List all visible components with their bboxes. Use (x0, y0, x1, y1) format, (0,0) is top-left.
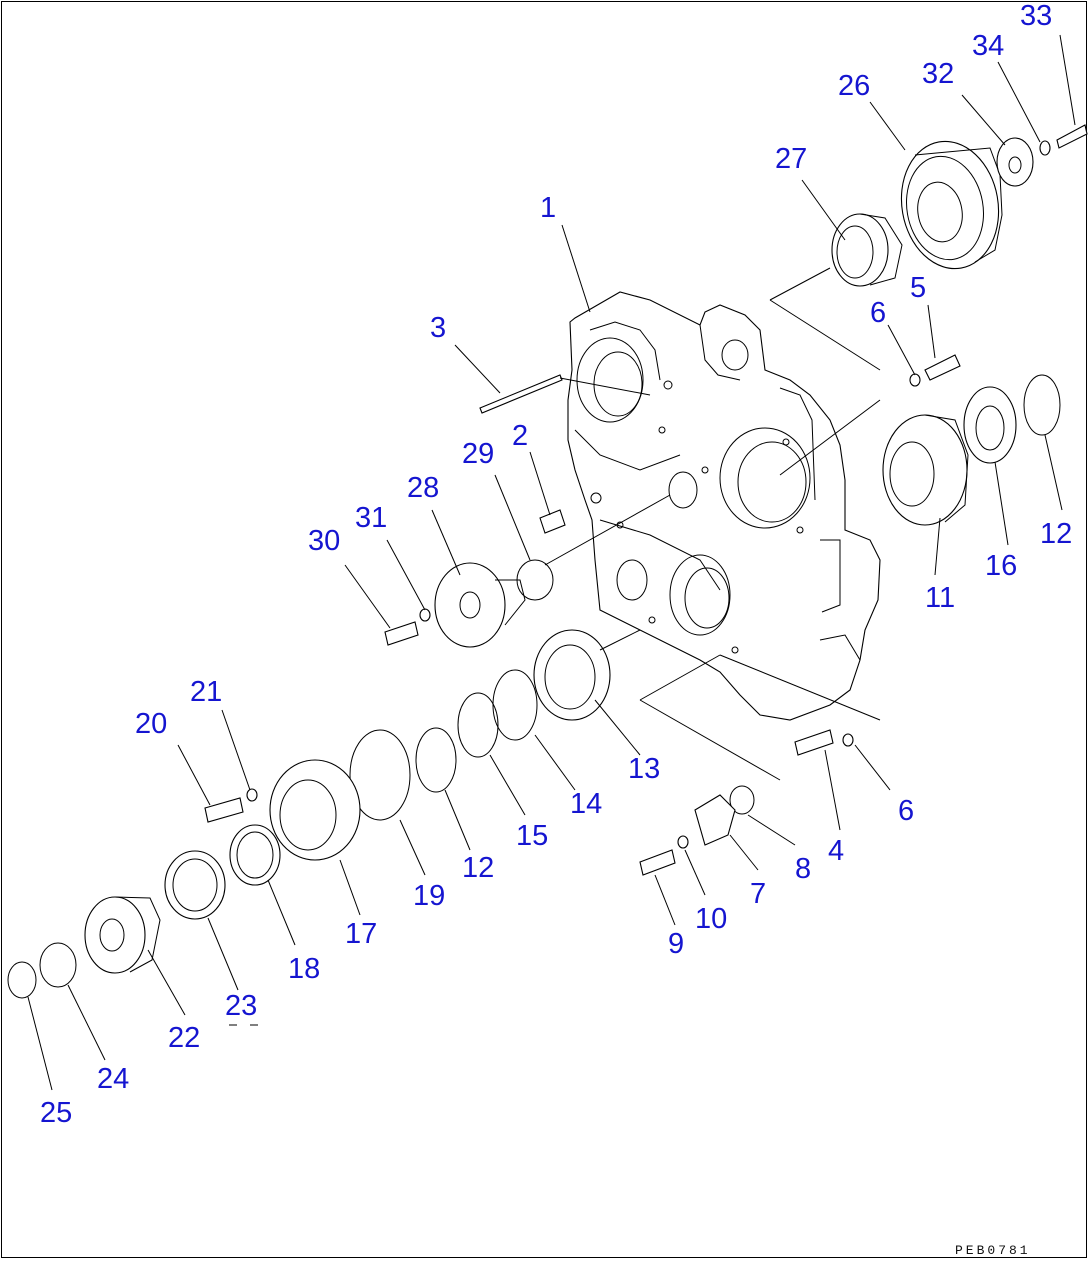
callout-22: 22 (168, 1022, 200, 1054)
assembly-guide-lines (544, 267, 881, 781)
washer-34 (1039, 140, 1051, 156)
plug-2 (539, 509, 566, 534)
plate-32 (996, 137, 1034, 187)
callout-8: 8 (795, 853, 811, 885)
bolt-9 (639, 849, 676, 876)
callout-25: 25 (40, 1097, 72, 1129)
callout-7: 7 (750, 878, 766, 910)
callout-26: 26 (838, 70, 870, 102)
callout-29: 29 (462, 438, 494, 470)
callout-19: 19 (413, 880, 445, 912)
callout-1: 1 (540, 192, 556, 224)
bolt-5 (924, 354, 961, 381)
washer-6-lower (842, 733, 854, 747)
callout-15: 15 (516, 820, 548, 852)
callout-27: 27 (775, 143, 807, 175)
o-ring-8 (729, 785, 755, 815)
callout-12-right: 12 (1040, 518, 1072, 550)
bolt-33 (1056, 124, 1088, 149)
washer-21 (246, 788, 258, 802)
coupling-22 (84, 896, 161, 974)
snap-ring-12-right (1023, 374, 1061, 436)
bolt-4 (794, 729, 834, 756)
callout-11: 11 (925, 582, 955, 614)
callout-21: 21 (190, 676, 222, 708)
cover-7 (694, 794, 736, 846)
o-ring-29 (516, 559, 554, 601)
gear-11 (882, 414, 969, 526)
callout-2: 2 (512, 420, 528, 452)
flange-28 (434, 562, 526, 648)
callout-6-lower: 6 (898, 795, 914, 827)
callout-13: 13 (628, 753, 660, 785)
document-code: PEB0781 (955, 1243, 1031, 1258)
callout-32: 32 (922, 58, 954, 90)
snap-ring-12-left (415, 727, 457, 793)
washer-31 (419, 608, 431, 622)
o-ring-19 (349, 729, 411, 821)
callout-20: 20 (135, 708, 167, 740)
washer-10 (677, 835, 689, 849)
bearing-27 (831, 213, 903, 287)
retainer-17 (269, 759, 361, 861)
callout-3: 3 (430, 312, 446, 344)
seal-23 (164, 850, 226, 920)
seal-18 (229, 824, 281, 886)
callout-18: 18 (288, 953, 320, 985)
callout-labels: 1 2 3 4 5 6 6 7 8 9 10 11 12 12 13 14 15… (40, 0, 1072, 1129)
gear-26 (900, 140, 1003, 270)
bearing-16 (963, 386, 1017, 464)
callout-6-upper: 6 (870, 297, 886, 329)
callout-10: 10 (695, 903, 727, 935)
callout-28: 28 (407, 472, 439, 504)
ring-14 (492, 669, 538, 741)
callout-9: 9 (668, 928, 684, 960)
callout-5: 5 (910, 272, 926, 304)
callout-31: 31 (355, 502, 387, 534)
snap-ring-25 (7, 961, 37, 999)
callout-34: 34 (972, 30, 1004, 62)
callout-12-left: 12 (462, 852, 494, 884)
gear-case-housing (567, 291, 881, 721)
plate-24 (39, 942, 77, 988)
callout-17: 17 (345, 918, 377, 950)
callout-33: 33 (1020, 0, 1052, 32)
bolt-20 (204, 797, 244, 823)
callout-4: 4 (828, 835, 844, 867)
washer-6-upper (909, 373, 921, 387)
leader-lines (27, 34, 1076, 1091)
callout-23: 23 (225, 990, 257, 1022)
callout-30: 30 (308, 525, 340, 557)
bolt-30 (384, 621, 419, 646)
callout-24: 24 (97, 1063, 129, 1095)
callout-16: 16 (985, 550, 1017, 582)
bearing-13 (533, 629, 611, 721)
pin-3 (479, 374, 563, 414)
snap-ring-15 (457, 692, 499, 758)
callout-14: 14 (570, 788, 602, 820)
